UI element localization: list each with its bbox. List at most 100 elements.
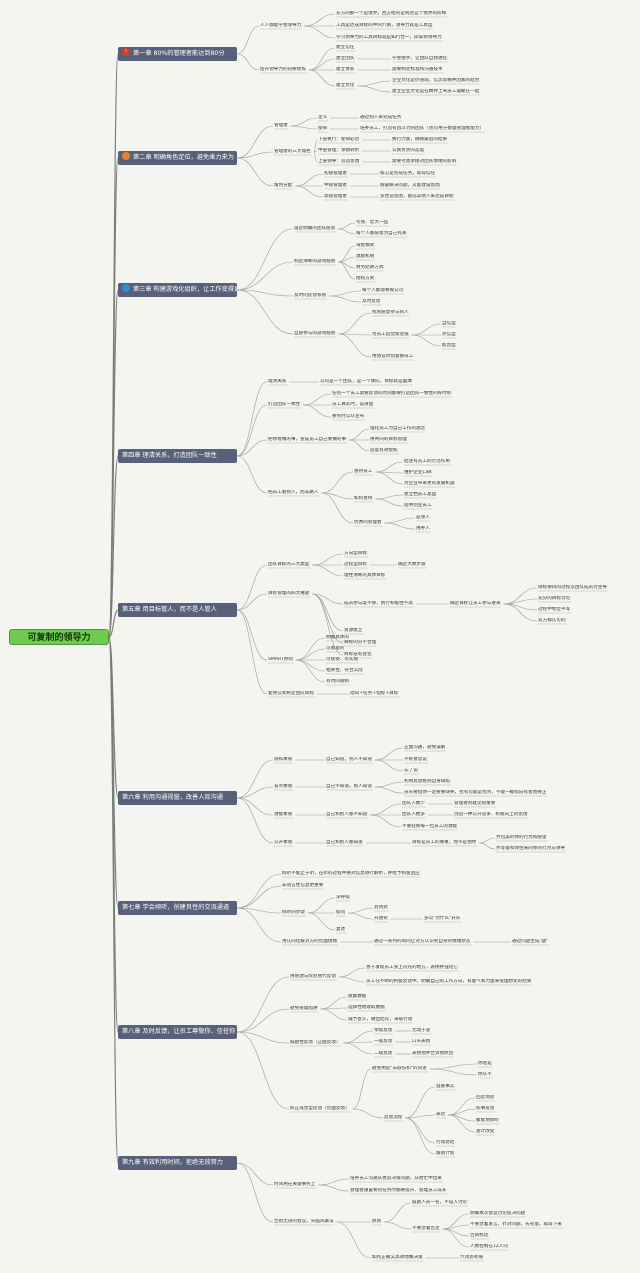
topic-node[interactable]: 制定清晰的游戏规则: [294, 259, 336, 264]
topic-node[interactable]: 用认同化解对方的负面情绪: [282, 939, 338, 944]
topic-node[interactable]: 二级反馈: [374, 1051, 393, 1056]
topic-node[interactable]: 充分的目标讨论: [538, 596, 571, 601]
topic-node[interactable]: 避免用反"去取伤和"的词语: [372, 1066, 427, 1071]
topic-node[interactable]: 复述: [336, 927, 346, 932]
topic-node[interactable]: 自己和别人都知道: [326, 840, 363, 845]
topic-node[interactable]: 维护企业口碑: [404, 470, 432, 475]
topic-node[interactable]: 口头表扬: [412, 1039, 431, 1044]
topic-node[interactable]: 培养员工沟通从善良决策问题，从而忙中出来: [350, 1176, 442, 1181]
topic-node[interactable]: 为企业带来更的发展机遇: [404, 481, 455, 486]
topic-node[interactable]: 上层领导：造造氛围: [318, 159, 360, 164]
topic-node[interactable]: 潜能象限: [274, 812, 293, 817]
topic-node[interactable]: 点信型: [442, 332, 456, 337]
topic-node[interactable]: 执行力量，确保最后的结果: [392, 137, 448, 142]
chapter-1[interactable]: !第一章 80%的管理者能达到80分: [118, 47, 237, 61]
topic-node[interactable]: 鼓励性反馈（正面反馈）: [290, 1040, 341, 1045]
topic-node[interactable]: 回定场景: [476, 1095, 495, 1100]
topic-node[interactable]: 建立企业文化是在精神上驾员工凝聚在一起: [392, 89, 480, 94]
chapter-3[interactable]: 第三章 构建游戏化组织，让工作变得更有趣: [118, 283, 237, 297]
topic-node[interactable]: 提升领导力的得要修炼: [260, 67, 306, 72]
topic-node[interactable]: 多以"为什么"开头: [424, 916, 461, 921]
topic-node[interactable]: 纠正或塑型反馈（负面反馈）: [290, 1106, 350, 1111]
topic-node[interactable]: 打造团队一致性: [268, 402, 301, 407]
topic-node[interactable]: 时间用在关键事务上: [274, 1182, 316, 1187]
topic-node[interactable]: 员工真彩时，说清楚: [332, 402, 374, 407]
topic-node[interactable]: 每个人都需要被认可: [362, 288, 404, 293]
topic-node[interactable]: 培养员工，打造有战斗力的团队（也可用于衡量管理者能力）: [360, 126, 485, 131]
topic-node[interactable]: 跟进计划: [436, 1151, 455, 1156]
topic-node[interactable]: 弄等量和你往来的你的行为与领导: [496, 846, 565, 851]
topic-node[interactable]: 用协议时刻督察员工: [372, 354, 414, 359]
root-topic[interactable]: 可复制的领导力: [9, 629, 109, 645]
topic-node[interactable]: 管理者: [274, 123, 288, 128]
topic-node[interactable]: 建立信任: [336, 45, 355, 50]
topic-node[interactable]: 要奖时公众宣布: [332, 414, 365, 419]
topic-node[interactable]: 告别无效的会议，头脑风暴法: [274, 1219, 334, 1224]
topic-node[interactable]: 设定明确的团队愿景: [294, 226, 336, 231]
topic-node[interactable]: 公开象限: [274, 840, 293, 845]
topic-node[interactable]: 目标要得的过程以团队成员为主导: [538, 585, 607, 590]
topic-node[interactable]: 准备事实: [436, 1084, 455, 1089]
topic-node[interactable]: 擅最解决问题，又能建设氛围: [380, 183, 440, 188]
chapter-9[interactable]: 第九章 有效利用时间，拒绝无效努力: [118, 1156, 237, 1170]
topic-node[interactable]: 方向型目标: [344, 551, 367, 556]
topic-node[interactable]: 自己和别人都不知道: [326, 812, 368, 817]
topic-node[interactable]: 陈事反馈: [476, 1106, 495, 1111]
topic-node[interactable]: 如何正确又高效地做决策: [372, 1255, 423, 1260]
topic-node[interactable]: 人人都能学会领导力: [260, 23, 302, 28]
topic-node[interactable]: 双方都认可的: [538, 618, 566, 623]
topic-node[interactable]: 不要急着发言，针对问题、先有量，再等下来: [470, 1222, 562, 1227]
topic-node[interactable]: 鼓励人员一名，不设入讨论: [412, 1200, 468, 1205]
topic-node[interactable]: 为员工追塑需望值: [372, 332, 409, 337]
topic-node[interactable]: 团队目标的三大类型: [268, 562, 310, 567]
topic-node[interactable]: 弄包美的你的行为和愿望: [496, 835, 547, 840]
topic-node[interactable]: 倾听不能止于听，在听的过程中要对信息进行解析，并给予积极回应: [282, 871, 420, 876]
topic-node[interactable]: 管理者通置要的任务时都要提升、管理员工成长: [350, 1188, 447, 1193]
topic-node[interactable]: 目标迭有变化: [344, 652, 372, 657]
topic-node[interactable]: 提问: [336, 910, 346, 915]
topic-node[interactable]: 零级反馈: [374, 1028, 393, 1033]
topic-node[interactable]: 过程型目标: [344, 562, 367, 567]
topic-node[interactable]: 学习领导力的工具目标就是知行合一，即拿到领导力: [336, 35, 442, 40]
topic-node[interactable]: 避免管理陷阱: [290, 1006, 318, 1011]
topic-node[interactable]: 辅予意义，做出结论，采取行动: [348, 1017, 413, 1022]
topic-node[interactable]: 东方的那一个是境界，西方给的是到达这个境界的阶梯: [336, 11, 447, 16]
topic-node[interactable]: 及时的反馈系统: [294, 293, 327, 298]
topic-node[interactable]: 目标是员工的尊重，而不是怕你: [412, 840, 477, 845]
topic-node[interactable]: 无动于衷: [412, 1028, 431, 1033]
topic-node[interactable]: 开放式: [374, 916, 388, 921]
topic-node[interactable]: 可接受、可实现: [326, 657, 359, 662]
topic-node[interactable]: 定义: [318, 115, 328, 120]
topic-node[interactable]: 团队人数少: [402, 801, 425, 806]
topic-node[interactable]: 套用公式制定团队目标: [268, 691, 314, 696]
topic-node[interactable]: 通过别人来完成任务: [360, 115, 402, 120]
topic-node[interactable]: 及时反馈: [362, 299, 381, 304]
topic-node[interactable]: 明确本次会议讨论提决问题: [470, 1211, 526, 1216]
topic-node[interactable]: 目标的分不合理: [344, 640, 377, 645]
topic-node[interactable]: 六顶思考帽: [460, 1255, 483, 1260]
topic-node[interactable]: 表扬他并告诉他原因: [412, 1051, 454, 1056]
topic-node[interactable]: 自己不知道，别人知道: [326, 784, 372, 789]
topic-node[interactable]: 理清关系: [268, 379, 287, 384]
topic-node[interactable]: 相关性、符合实际: [326, 668, 363, 673]
topic-node[interactable]: 是领人: [416, 515, 430, 520]
topic-node[interactable]: 正面沟通，避免误解: [404, 745, 446, 750]
topic-node[interactable]: 用养人: [416, 526, 430, 531]
topic-node[interactable]: 可衡量的: [326, 646, 345, 651]
topic-node[interactable]: 你总是: [478, 1061, 492, 1066]
topic-node[interactable]: 适度有效授权: [370, 448, 398, 453]
topic-node[interactable]: 收集数据: [348, 994, 367, 999]
topic-node[interactable]: 善待员工: [354, 469, 373, 474]
topic-node[interactable]: 通过一系列的询问让对方认识到自身的情绪状态: [374, 939, 471, 944]
chapter-7[interactable]: 第七章 学会倾听，创建良性的交流通道: [118, 901, 237, 915]
topic-node[interactable]: 员工在不断的积极反馈中，明确自己的工作方向，有着气和力量来很理想化的结果: [366, 979, 532, 984]
topic-node[interactable]: 员乐要借你一定要要缺失，也有可能是优点，不能一概指向有害而要正: [404, 790, 547, 795]
topic-node[interactable]: 动词+任务+指标+目标: [350, 691, 399, 696]
topic-node[interactable]: 管理者的三大角色: [274, 149, 311, 154]
topic-node[interactable]: 把你看做的事，变成员工自己要做的事: [268, 437, 347, 442]
topic-node[interactable]: 提供创业员工: [404, 503, 432, 508]
topic-node[interactable]: 你从不: [478, 1072, 492, 1077]
topic-node[interactable]: 多营造氛围，能前其他人来达成目标: [380, 194, 454, 199]
chapter-8[interactable]: 第八章 及时反馈，让员工尊敬你、信任你: [118, 1025, 237, 1039]
topic-node[interactable]: 利用反馈看到自身缺陷: [404, 779, 450, 784]
